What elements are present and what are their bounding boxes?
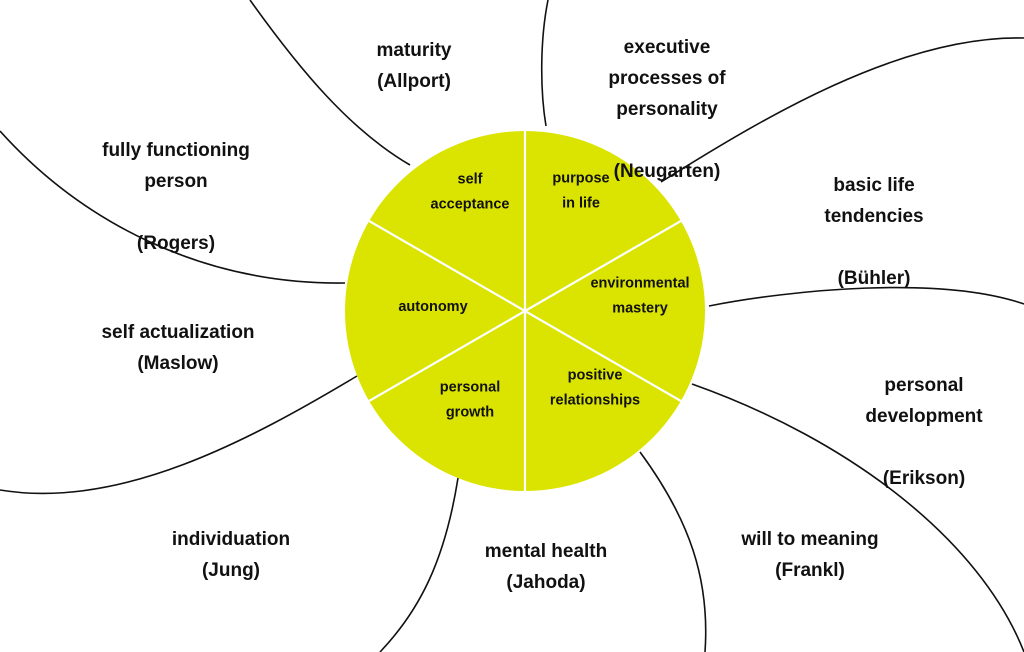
theorist-text: (Maslow) (137, 353, 219, 374)
concept-self-actualization: self actualization (Maslow) (101, 317, 254, 379)
segment-label-personal-growth: personal growth (440, 380, 500, 421)
theorist-text: (Jahoda) (506, 572, 586, 593)
segment-label-line: self (458, 172, 483, 188)
concept-executive-processes: executive processes of personality (Neug… (608, 1, 725, 218)
wheel: self acceptance purpose in life environmenta… (345, 131, 705, 491)
concept-maturity: maturity (Allport) (377, 35, 452, 97)
divider-curve-jung-maslow (0, 375, 358, 495)
segment-label-line: autonomy (398, 299, 467, 315)
segment-label-line: environmental (590, 276, 689, 292)
segment-divider (368, 220, 682, 402)
concept-text: fully functioning person (102, 140, 250, 192)
divider-curve-allport-neugarten (540, 0, 549, 127)
theorist-text: (Erikson) (882, 468, 966, 489)
concept-text: personal development (865, 375, 983, 427)
theorist-text: (Neugarten) (613, 161, 721, 182)
divider-curve-erikson-frankl (691, 383, 1024, 652)
concept-text: self actualization (101, 322, 255, 343)
concept-text: basic life tendencies (824, 175, 924, 227)
concept-individuation: individuation (Jung) (172, 524, 290, 586)
segment-label-positive-relationships: positive relationships (550, 368, 640, 409)
theorist-text: (Allport) (377, 71, 451, 92)
concept-text: individuation (171, 529, 291, 550)
segment-label-environmental-mastery: environmental mastery (590, 276, 689, 317)
segment-label-line: personal (440, 380, 500, 396)
divider-curve-maslow-rogers (0, 130, 346, 284)
divider-curve-frankl-jahoda (639, 451, 707, 652)
segment-label-line: positive (568, 368, 623, 384)
segment-label-line: in life (562, 196, 600, 212)
segment-label-self-acceptance: self acceptance (431, 172, 510, 213)
divider-curve-buhler-erikson (708, 286, 1024, 307)
concept-mental-health: mental health (Jahoda) (485, 536, 607, 598)
segment-label-line: acceptance (431, 197, 510, 213)
theorist-text: (Bühler) (837, 268, 911, 289)
theorist-text: (Jung) (201, 560, 261, 581)
theorist-text: (Frankl) (775, 560, 845, 581)
concept-text: mental health (484, 541, 608, 562)
divider-curve-jahoda-jung (379, 477, 459, 652)
divider-curve-rogers-allport (249, 0, 411, 166)
segment-label-line: relationships (550, 393, 640, 409)
theorist-text: (Rogers) (136, 233, 216, 254)
concept-fully-functioning-person: fully functioning person (Rogers) (102, 104, 250, 290)
concept-text: executive processes of personality (608, 37, 726, 120)
divider-curve-neugarten-buhler (660, 37, 1024, 183)
segment-label-purpose-in-life: purpose in life (552, 171, 609, 212)
concept-text: maturity (376, 40, 452, 61)
concept-basic-life-tendencies: basic life tendencies (Bühler) (824, 139, 923, 325)
segment-label-line: growth (446, 405, 494, 421)
segment-label-line: mastery (612, 301, 668, 317)
concept-personal-development: personal development (Erikson) (865, 339, 982, 525)
segment-label-autonomy: autonomy (398, 299, 467, 315)
segment-label-line: purpose (552, 171, 609, 187)
concept-will-to-meaning: will to meaning (Frankl) (741, 524, 878, 586)
concept-text: will to meaning (741, 529, 879, 550)
